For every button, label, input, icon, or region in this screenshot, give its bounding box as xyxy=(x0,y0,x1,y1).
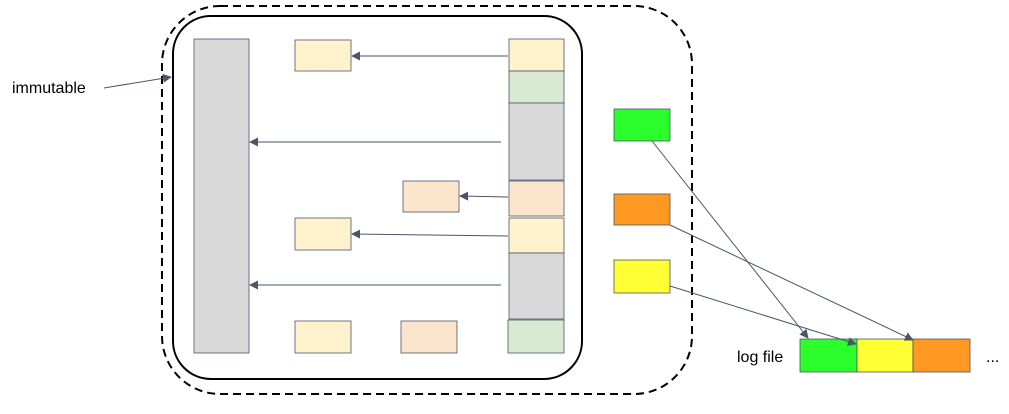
log-entry-green xyxy=(799,338,858,373)
arrow-yellow-to-log xyxy=(669,285,857,346)
key-block-1 xyxy=(294,39,352,72)
entry-green xyxy=(613,108,671,142)
immutable-pointer-arrow xyxy=(103,73,172,89)
key-block-5 xyxy=(400,320,458,354)
inner-solid-boundary xyxy=(172,15,583,380)
outer-dashed-boundary xyxy=(161,5,693,395)
column-cell-4 xyxy=(508,180,565,217)
key-block-4 xyxy=(294,320,352,354)
arrow-to-key-2 xyxy=(459,191,509,201)
log-ellipsis: ... xyxy=(986,349,999,366)
log-file-label: log file xyxy=(737,349,783,366)
entry-orange xyxy=(613,193,671,226)
entry-yellow xyxy=(613,259,671,294)
column-cell-1 xyxy=(508,38,565,72)
log-entry-orange xyxy=(912,338,971,373)
column-cell-3 xyxy=(508,102,565,181)
arrow-orange-to-log xyxy=(669,224,914,341)
column-cell-5 xyxy=(508,217,565,254)
key-block-3 xyxy=(294,217,352,251)
key-block-2 xyxy=(402,180,460,213)
arrow-green-to-log xyxy=(651,140,809,339)
column-cell-7 xyxy=(507,319,565,354)
index-block xyxy=(193,38,250,354)
column-cell-2 xyxy=(508,70,565,104)
log-entry-yellow xyxy=(856,338,914,373)
column-cell-6 xyxy=(508,252,565,320)
immutable-label: immutable xyxy=(12,80,86,97)
arrow-to-key-3 xyxy=(351,229,509,239)
